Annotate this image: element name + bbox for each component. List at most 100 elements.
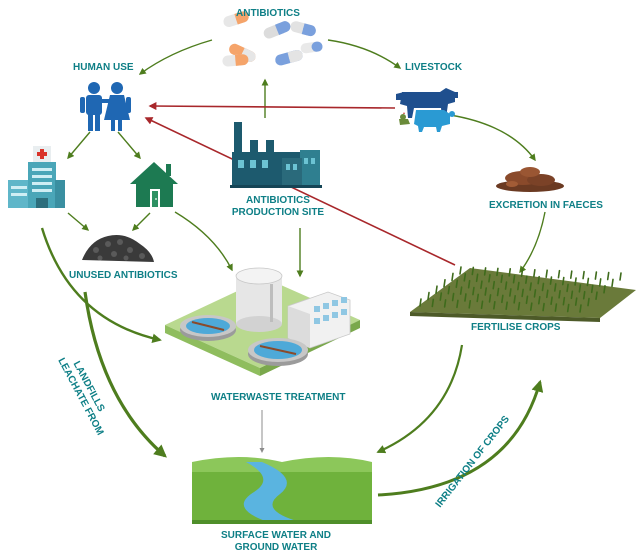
label-fertilise-crops: FERTILISE CROPS bbox=[471, 322, 561, 333]
crop-plant bbox=[553, 283, 557, 292]
crop-plant bbox=[557, 269, 561, 279]
arrow-livestock-to-excretion bbox=[449, 114, 536, 162]
crop-plant bbox=[455, 279, 459, 289]
arrows bbox=[40, 39, 546, 497]
crop-plant bbox=[587, 297, 590, 307]
crop-plant bbox=[619, 272, 622, 281]
label-human-use: HUMAN USE bbox=[73, 62, 134, 73]
crop-plant bbox=[431, 298, 435, 308]
crop-plant bbox=[464, 293, 467, 302]
crop-plant bbox=[459, 266, 462, 275]
crop-plant bbox=[435, 285, 438, 295]
crop-plant bbox=[611, 278, 614, 288]
label-irrigation: IRRIGATION OF CROPS bbox=[434, 414, 513, 510]
crop-plant bbox=[488, 273, 491, 283]
crop-plant bbox=[504, 281, 508, 290]
label-livestock: LIVESTOCK bbox=[405, 62, 463, 73]
crop-plant bbox=[427, 291, 430, 301]
arrow-excretion-to-crops bbox=[519, 211, 546, 274]
crop-plant bbox=[537, 295, 541, 305]
crop-plant bbox=[582, 290, 586, 300]
crop-plant bbox=[500, 274, 504, 284]
crop-plant bbox=[512, 274, 516, 284]
arrow-livestock-to-human bbox=[148, 102, 396, 111]
crop-plant bbox=[549, 276, 553, 285]
crop-plant bbox=[569, 270, 573, 279]
arrow-house-to-treatment bbox=[174, 211, 233, 272]
river-landscape-icon bbox=[192, 457, 372, 524]
label-excretion: EXCRETION IN FAECES bbox=[489, 200, 603, 211]
crop-plant bbox=[443, 299, 447, 308]
crop-plant bbox=[471, 266, 475, 276]
crop-plant bbox=[545, 269, 548, 279]
crop-plant bbox=[542, 302, 545, 312]
label-surface-water-line2: GROUND WATER bbox=[234, 542, 318, 553]
crop-plant bbox=[483, 267, 487, 276]
arrow-hospital-to-unused bbox=[67, 212, 90, 231]
label-antibiotics: ANTIBIOTICS bbox=[236, 8, 300, 19]
arrow-house-to-unused bbox=[132, 212, 151, 231]
crop-plant bbox=[513, 295, 516, 304]
label-unused-antibiotics: UNUSED ANTIBIOTICS bbox=[69, 270, 178, 281]
crop-plant bbox=[606, 271, 610, 281]
crop-plant bbox=[603, 284, 606, 294]
arrow-antibiotics-to-livestock bbox=[327, 39, 402, 69]
crop-plant bbox=[493, 300, 496, 310]
crop-plant bbox=[525, 275, 528, 284]
crop-plant bbox=[562, 296, 566, 306]
crop-plant bbox=[467, 279, 471, 289]
crop-plant bbox=[517, 301, 521, 311]
crop-plant bbox=[468, 300, 472, 309]
arrow-antibiotics-to-human bbox=[138, 39, 213, 75]
crop-plant bbox=[472, 286, 475, 296]
arrow-human-to-house bbox=[117, 131, 141, 160]
arrow-human-to-hospital bbox=[67, 131, 91, 160]
crop-plant bbox=[456, 299, 459, 309]
crop-plant bbox=[505, 301, 508, 311]
crop-plant bbox=[525, 295, 529, 305]
crop-plant bbox=[566, 283, 569, 293]
crop-plant bbox=[463, 273, 467, 282]
crop-plant bbox=[496, 267, 499, 277]
crop-plant bbox=[578, 284, 582, 293]
crop-plant bbox=[554, 303, 558, 312]
crop-plant bbox=[529, 302, 533, 311]
crop-plant bbox=[579, 304, 582, 313]
crop-plant bbox=[574, 297, 578, 306]
arrow-leachate-to-water bbox=[83, 291, 167, 458]
crop-plant bbox=[443, 278, 446, 288]
livestock-icon bbox=[396, 88, 458, 132]
crop-field-icon bbox=[410, 266, 636, 322]
crop-plant bbox=[480, 280, 483, 289]
crop-plant bbox=[521, 288, 524, 298]
crop-plant bbox=[419, 298, 422, 307]
crop-plant bbox=[537, 275, 540, 285]
crop-plant bbox=[492, 280, 496, 290]
crop-plant bbox=[533, 289, 537, 298]
crop-plant bbox=[598, 278, 602, 287]
crop-plant bbox=[545, 289, 549, 299]
arrow-crops-to-water bbox=[376, 344, 464, 454]
crop-plant bbox=[561, 276, 565, 286]
hospital-icon bbox=[8, 146, 65, 208]
crop-plant bbox=[451, 272, 454, 282]
crop-plant bbox=[590, 284, 594, 294]
waste-pile-icon bbox=[82, 235, 154, 262]
crop-plant bbox=[520, 268, 524, 278]
factory-icon bbox=[230, 122, 322, 188]
crop-plant bbox=[550, 296, 553, 306]
crop-plant bbox=[451, 292, 455, 302]
capsule-icon bbox=[222, 11, 323, 67]
crop-plant bbox=[541, 282, 545, 292]
crop-plant bbox=[484, 287, 488, 296]
house-icon bbox=[130, 162, 178, 207]
crop-plant bbox=[488, 294, 492, 303]
crop-plant bbox=[594, 271, 598, 280]
crop-plant bbox=[574, 277, 577, 286]
label-production-line1: ANTIBIOTICS bbox=[246, 195, 310, 206]
crop-plant bbox=[570, 290, 574, 300]
crop-plant bbox=[529, 282, 532, 291]
crop-plant bbox=[566, 303, 570, 313]
label-surface-water-line1: SURFACE WATER AND bbox=[221, 530, 331, 541]
